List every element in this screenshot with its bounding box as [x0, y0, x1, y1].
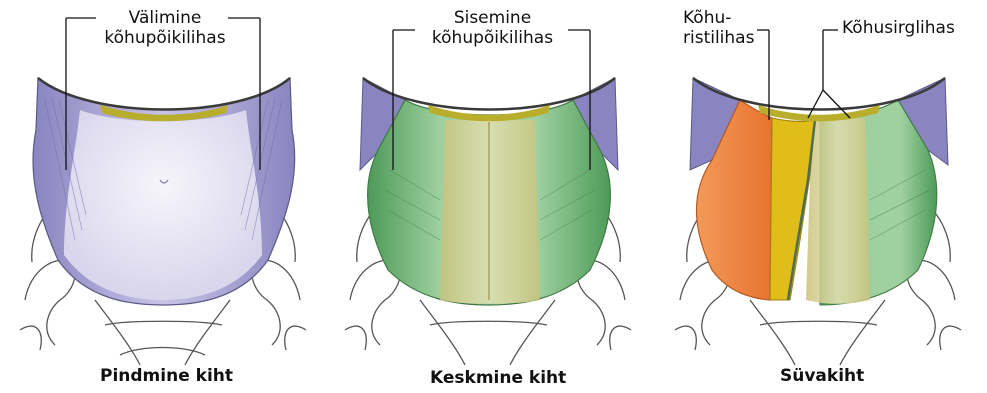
- panel-superficial-layer: [20, 18, 306, 365]
- caption-deep-layer: Süvakiht: [780, 366, 864, 386]
- label-line-2: kõhupõikilihas: [100, 28, 230, 48]
- rectus-sheath: [440, 120, 540, 304]
- caption-middle-layer: Keskmine kiht: [430, 368, 566, 388]
- label-line-1: Kõhu-: [683, 8, 755, 28]
- label-line-1: Sisemine: [420, 8, 565, 28]
- aponeurosis-sheet: [64, 110, 262, 300]
- rectus-abdominis-right: [806, 118, 870, 304]
- label-external-oblique: Välimine kõhupõikilihas: [100, 8, 230, 48]
- label-line-2: kõhupõikilihas: [420, 28, 565, 48]
- label-internal-oblique: Sisemine kõhupõikilihas: [420, 8, 565, 48]
- panel-deep-layer: [675, 30, 961, 365]
- label-line-2: ristilihas: [683, 28, 755, 48]
- panel-middle-layer: [345, 30, 631, 365]
- label-transversus-abdominis: Kõhu- ristilihas: [683, 8, 755, 48]
- label-line-1: Välimine: [100, 8, 230, 28]
- label-rectus-abdominis: Kõhusirglihas: [842, 18, 955, 38]
- label-line-1: Kõhusirglihas: [842, 18, 955, 38]
- caption-superficial-layer: Pindmine kiht: [100, 366, 233, 386]
